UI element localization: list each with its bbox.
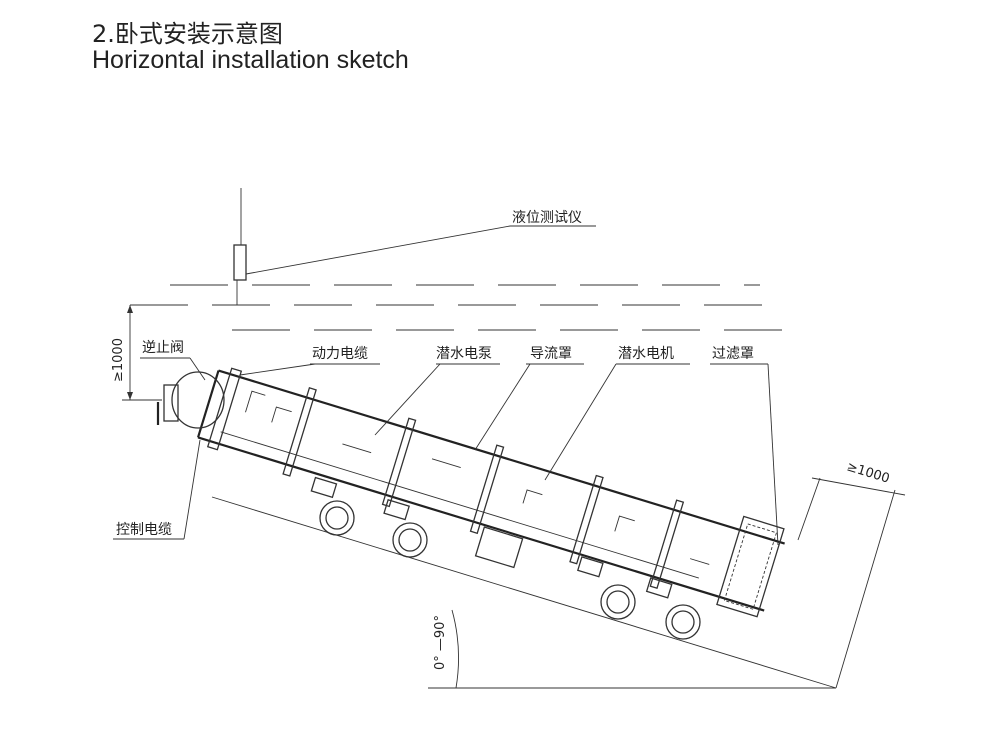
slope-line bbox=[211, 477, 906, 689]
label-power-cable: 动力电缆 bbox=[312, 346, 368, 362]
title-english: Horizontal installation sketch bbox=[92, 46, 409, 74]
pump-assembly bbox=[196, 367, 785, 618]
title-chinese: 2.卧式安装示意图 bbox=[92, 20, 283, 48]
level-gauge bbox=[233, 188, 596, 305]
dimension-angle: 0° —90° bbox=[433, 615, 448, 670]
support-wheels bbox=[319, 500, 701, 640]
leader-lines bbox=[113, 363, 779, 546]
water-level-lines bbox=[130, 284, 790, 331]
label-control-cable: 控制电缆 bbox=[116, 522, 172, 538]
label-level-gauge: 液位测试仪 bbox=[512, 210, 582, 226]
label-pump: 潜水电泵 bbox=[436, 346, 492, 362]
label-filter-cover: 过滤罩 bbox=[712, 346, 754, 362]
dimension-depth: ≥1000 bbox=[111, 338, 126, 382]
check-valve bbox=[140, 357, 225, 429]
label-check-valve: 逆止阀 bbox=[142, 340, 184, 356]
label-motor: 潜水电机 bbox=[618, 346, 674, 362]
dimension-clearance: ≥1000 bbox=[845, 459, 891, 486]
depth-dimension bbox=[122, 305, 162, 401]
label-guide-cover: 导流罩 bbox=[530, 346, 572, 362]
